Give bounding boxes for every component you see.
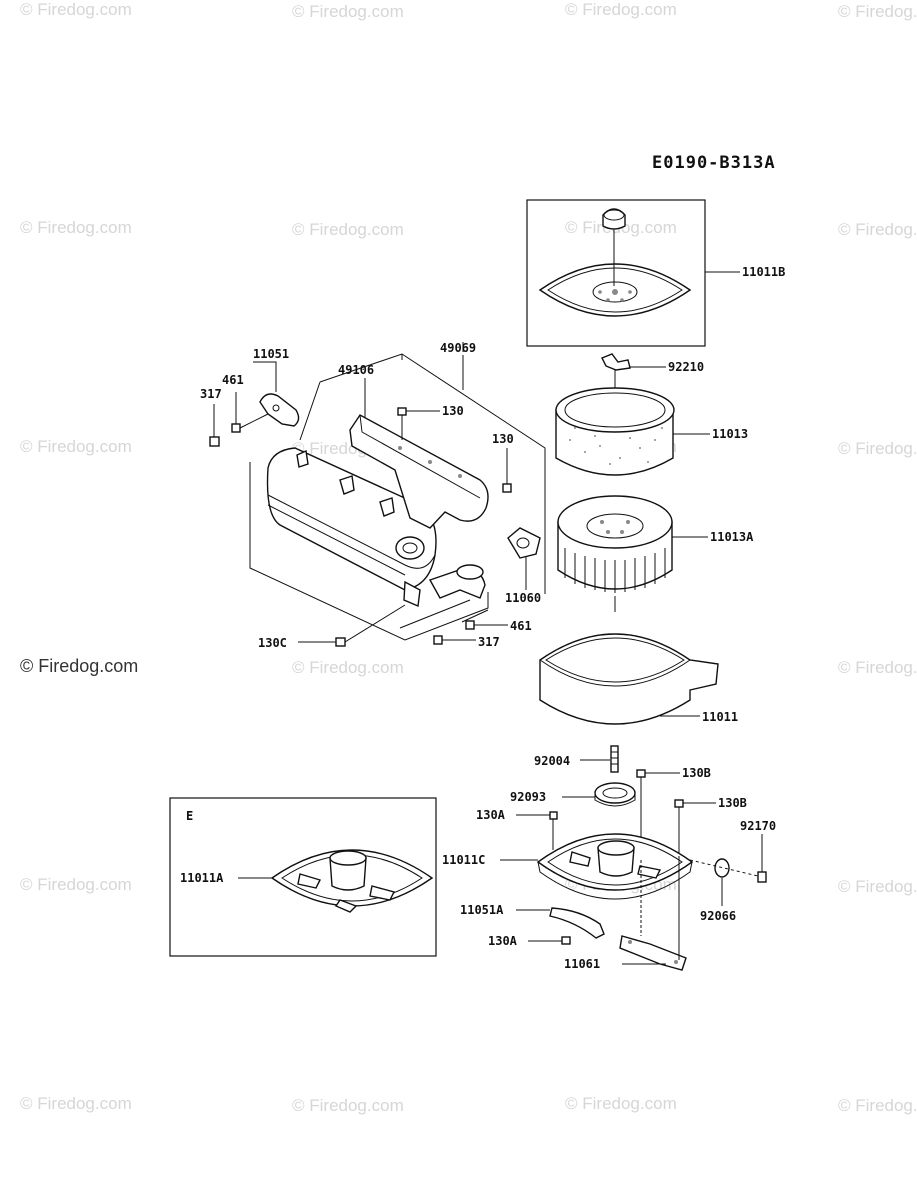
watermark: © Firedog.com (838, 877, 917, 896)
inset-label: E (186, 809, 193, 823)
muffler[interactable] (266, 447, 437, 608)
part-label: 11011 (702, 710, 738, 724)
watermark: © Firedog.com (20, 1094, 132, 1113)
part-label: 11051 (253, 347, 289, 361)
washer[interactable] (465, 620, 475, 630)
bolt[interactable] (502, 483, 512, 493)
part-label: 92004 (534, 754, 570, 768)
part-label: 317 (478, 635, 500, 649)
watermark: © Firedog.com (20, 656, 139, 676)
nut[interactable] (433, 635, 443, 645)
part-label: 92170 (740, 819, 776, 833)
part-label: 317 (200, 387, 222, 401)
bolt[interactable] (335, 637, 346, 647)
watermark: © Firedog.com (292, 2, 404, 21)
bolt[interactable] (561, 936, 571, 945)
nut[interactable] (209, 436, 220, 447)
watermark: © Firedog.com (838, 220, 917, 239)
air-cleaner-cover[interactable] (538, 263, 692, 317)
air-cleaner-base-alt[interactable] (270, 849, 434, 913)
air-filter-element[interactable] (557, 495, 673, 593)
bolt[interactable] (549, 811, 558, 850)
watermark: © Firedog.com (20, 218, 132, 237)
watermark: © Firedog.com (838, 658, 917, 677)
part-label: 461 (222, 373, 244, 387)
part-label: 130 (492, 432, 514, 446)
muffler-bracket[interactable] (259, 393, 300, 427)
plate[interactable] (619, 935, 687, 971)
watermark: © Firedog.com (565, 1094, 677, 1113)
part-label: 130C (258, 636, 287, 650)
part-label: 130B (682, 766, 711, 780)
watermark: © Firedog.com (292, 658, 404, 677)
watermark: © Firedog.com (838, 1096, 917, 1115)
bracket[interactable] (549, 907, 605, 939)
bolt[interactable] (674, 799, 684, 856)
washer[interactable] (231, 423, 241, 433)
watermark: © Firedog.com (292, 1096, 404, 1115)
part-label: 11011B (742, 265, 785, 279)
part-label: 92066 (700, 909, 736, 923)
clamp[interactable] (757, 871, 767, 883)
part-label: 11051A (460, 903, 504, 917)
watermark: © Firedog.com (838, 439, 917, 458)
watermark: © Firedog.com (20, 0, 132, 19)
watermark: © Firedog.com (292, 220, 404, 239)
bolt[interactable] (397, 407, 407, 440)
muffler-group-outline (249, 353, 546, 641)
part-label: 11013 (712, 427, 748, 441)
part-label: 92093 (510, 790, 546, 804)
heat-guard[interactable] (349, 414, 489, 529)
wing-nut[interactable] (601, 353, 631, 371)
diagram-code: E0190-B313A (652, 153, 776, 173)
cover-detail-box (526, 199, 706, 347)
watermark: © Firedog.com (838, 2, 917, 21)
part-label: 11061 (564, 957, 600, 971)
part-label: 11013A (710, 530, 754, 544)
part-label: 130 (442, 404, 464, 418)
inset-box (169, 797, 437, 957)
part-label: 11011C (442, 853, 485, 867)
watermark: © Firedog.com (20, 875, 132, 894)
exhaust-gasket[interactable] (507, 527, 541, 559)
cover-knob[interactable] (602, 208, 626, 230)
air-cleaner-base[interactable] (536, 833, 694, 900)
part-label: 461 (510, 619, 532, 633)
part-label: 130A (476, 808, 506, 822)
part-label: 11060 (505, 591, 541, 605)
watermark: © Firedog.com (565, 0, 677, 19)
part-label: 130B (718, 796, 747, 810)
part-label: 49106 (338, 363, 374, 377)
part-label: 11011A (180, 871, 224, 885)
part-label: 130A (488, 934, 518, 948)
pre-cleaner-foam[interactable] (555, 387, 675, 476)
stud-bolt[interactable] (610, 745, 619, 773)
part-label: 49069 (440, 341, 476, 355)
seal-ring[interactable] (594, 782, 636, 807)
air-cleaner-case[interactable] (539, 633, 719, 725)
exhaust-pipe[interactable] (428, 564, 486, 599)
part-label: 92210 (668, 360, 704, 374)
watermark: © Firedog.com (20, 437, 132, 456)
